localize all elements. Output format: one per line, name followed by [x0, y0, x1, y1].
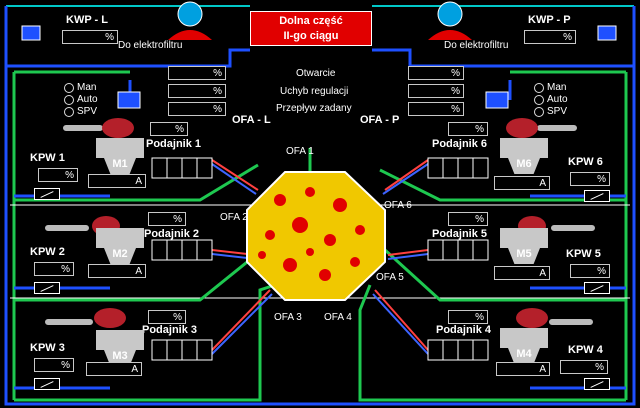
kwp-left-value[interactable]: %	[62, 30, 118, 44]
radio-icon	[534, 94, 544, 105]
radio-icon	[64, 106, 74, 117]
mode-man-right[interactable]: Man	[534, 82, 566, 93]
banner-line1: Dolna część	[279, 15, 343, 27]
radio-icon	[534, 106, 544, 117]
kpw-4-value[interactable]: %	[560, 360, 608, 374]
kpw-6-value[interactable]: %	[570, 172, 610, 186]
m6-current[interactable]: A	[494, 176, 550, 190]
kwp-right-value[interactable]: %	[524, 30, 576, 44]
ofa-1-label: OFA 1	[286, 146, 314, 157]
podajnik-5-value[interactable]: %	[448, 212, 488, 226]
ofa-p-label: OFA - P	[360, 114, 400, 126]
podajnik-6-value[interactable]: %	[448, 122, 488, 136]
mill-m2[interactable]: M2	[96, 228, 144, 266]
podajnik-4-value[interactable]: %	[448, 310, 488, 324]
ofa-2-label: OFA 2	[220, 212, 248, 223]
kwp-right-label: KWP - P	[528, 14, 571, 26]
kwp-left-target: Do elektrofiltru	[118, 40, 183, 51]
kpw-4-switch[interactable]	[584, 378, 610, 390]
kpw-3-switch[interactable]	[34, 378, 60, 390]
m3-current[interactable]: A	[86, 362, 142, 376]
section-banner: Dolna część II-go ciągu	[250, 11, 372, 46]
kwp-left-label: KWP - L	[66, 14, 108, 26]
podajnik-3-label: Podajnik 3	[142, 324, 198, 336]
kpw-5-label: KPW 5	[566, 248, 601, 260]
m1-current[interactable]: A	[88, 174, 146, 188]
kpw-2-value[interactable]: %	[34, 262, 74, 276]
mode-auto-left[interactable]: Auto	[64, 94, 98, 105]
m2-current[interactable]: A	[88, 264, 146, 278]
radio-icon	[534, 82, 544, 93]
ofa-l-label: OFA - L	[232, 114, 271, 126]
radio-icon	[64, 94, 74, 105]
mill-m5[interactable]: M5	[500, 228, 548, 266]
ofa-p-przeplyw[interactable]: %	[408, 102, 464, 116]
podajnik-2-label: Podajnik 2	[144, 228, 200, 240]
kpw-4-label: KPW 4	[568, 344, 603, 356]
kpw-1-label: KPW 1	[30, 152, 65, 164]
banner-line2: II-go ciągu	[283, 30, 339, 42]
kpw-2-label: KPW 2	[30, 246, 65, 258]
podajnik-1-value[interactable]: %	[150, 122, 188, 136]
przeplyw-label: Przepływ zadany	[276, 103, 352, 114]
kpw-3-value[interactable]: %	[34, 358, 74, 372]
radio-icon	[64, 82, 74, 93]
podajnik-3-value[interactable]: %	[148, 310, 186, 324]
podajnik-2-value[interactable]: %	[148, 212, 186, 226]
ofa-p-uchyb[interactable]: %	[408, 84, 464, 98]
mill-m1[interactable]: M1	[96, 138, 144, 176]
kpw-1-value[interactable]: %	[38, 168, 78, 182]
ofa-l-uchyb[interactable]: %	[168, 84, 226, 98]
mill-m6[interactable]: M6	[500, 138, 548, 176]
mode-auto-right[interactable]: Auto	[534, 94, 568, 105]
ofa-6-label: OFA 6	[384, 200, 412, 211]
m4-current[interactable]: A	[496, 362, 550, 376]
mode-man-left[interactable]: Man	[64, 82, 96, 93]
otwarcie-label: Otwarcie	[296, 68, 336, 79]
ofa-l-przeplyw[interactable]: %	[168, 102, 226, 116]
ofa-5-label: OFA 5	[376, 272, 404, 283]
m5-current[interactable]: A	[494, 266, 550, 280]
uchyb-label: Uchyb regulacji	[280, 86, 349, 97]
mode-spv-left[interactable]: SPV	[64, 106, 97, 117]
ofa-3-label: OFA 3	[274, 312, 302, 323]
podajnik-6-label: Podajnik 6	[432, 138, 488, 150]
ofa-4-label: OFA 4	[324, 312, 352, 323]
podajnik-5-label: Podajnik 5	[432, 228, 488, 240]
kwp-right-target: Do elektrofiltru	[444, 40, 509, 51]
podajnik-1-label: Podajnik 1	[146, 138, 202, 150]
kpw-2-switch[interactable]	[34, 282, 60, 294]
kpw-1-switch[interactable]	[34, 188, 60, 200]
mill-m4[interactable]: M4	[500, 328, 548, 366]
podajnik-4-label: Podajnik 4	[436, 324, 492, 336]
mode-spv-right[interactable]: SPV	[534, 106, 567, 117]
ofa-l-otwarcie[interactable]: %	[168, 66, 226, 80]
ofa-p-otwarcie[interactable]: %	[408, 66, 464, 80]
kpw-6-switch[interactable]	[584, 190, 610, 202]
kpw-3-label: KPW 3	[30, 342, 65, 354]
kpw-5-value[interactable]: %	[570, 264, 610, 278]
kpw-5-switch[interactable]	[584, 282, 610, 294]
kpw-6-label: KPW 6	[568, 156, 603, 168]
